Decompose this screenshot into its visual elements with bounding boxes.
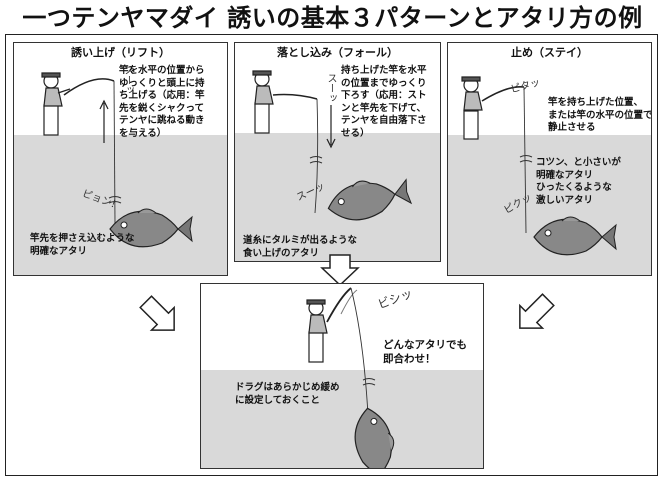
angler-icon bbox=[306, 299, 328, 363]
panel-description: 竿を持ち上げた位置、または竿の水平の位置で静止させる bbox=[548, 97, 652, 133]
stay-illustration bbox=[461, 76, 617, 256]
bite-description: コツン、と小さいが明確なアタリ ひったくるような激しいアタリ bbox=[536, 157, 621, 206]
hookset-note: どんなアタリでも即合わせ！ bbox=[383, 339, 467, 365]
panel-title: 誘い上げ（リフト） bbox=[71, 46, 170, 59]
water-area bbox=[448, 135, 651, 275]
hookset-illustration bbox=[306, 287, 395, 468]
sfx-motion: スーッ bbox=[325, 73, 336, 103]
panel-hookset: ビシッ どんなアタリでも即合わせ！ ドラグはあらかじめ緩めに設定しておくこと bbox=[200, 283, 484, 469]
sea-bream-icon bbox=[354, 407, 395, 468]
panel-stay: 止め（ステイ） ピタッ ピクッ 竿を持ち上げた位置、または竿の水平の位置で静止さ… bbox=[447, 42, 652, 276]
fishing-rod bbox=[481, 85, 525, 102]
bite-description: 道糸にタルミが出るような食い上げのアタリ bbox=[243, 235, 358, 259]
fishing-rod bbox=[63, 78, 115, 96]
panel-title: 落とし込み（フォール） bbox=[277, 46, 398, 59]
water-area bbox=[14, 135, 227, 275]
panel-description: 竿を水平の位置からゆっくりと頭上に持ち上げる（応用：竿 先を鋭くシャクってテンヤ… bbox=[119, 65, 205, 139]
sfx-motion: スーッ bbox=[122, 65, 133, 95]
drag-note: ドラグはあらかじめ緩めに設定しておくこと bbox=[235, 382, 340, 406]
panel-fall: 落とし込み（フォール） スーッ スーッ 持ち bbox=[234, 42, 441, 262]
lift-illustration bbox=[41, 72, 193, 248]
panel-title: 止め（ステイ） bbox=[511, 46, 588, 59]
angler-icon bbox=[461, 76, 483, 140]
arrow-diagonal-right-icon bbox=[139, 295, 175, 331]
sea-bream-icon bbox=[327, 178, 413, 221]
sea-bream-icon bbox=[109, 208, 193, 248]
panel-lift: 誘い上げ（リフト） bbox=[13, 42, 228, 276]
diagram-frame bbox=[5, 34, 658, 476]
arrow-diagonal-left-icon bbox=[519, 293, 555, 329]
bite-description: 竿先を押さえ込むような明確なアタリ bbox=[30, 233, 135, 257]
fishing-line bbox=[314, 98, 319, 214]
fishing-rod bbox=[326, 287, 352, 323]
panel-description: 持ち上げた竿を水平の位置までゆっくり下ろす（応用：スト ンと竿先を下げて、テンヤ… bbox=[341, 65, 427, 139]
page-title: 一つテンヤマダイ 誘いの基本３パターンとアタリ方の例 bbox=[22, 4, 643, 32]
water-area bbox=[201, 370, 483, 468]
fall-illustration bbox=[252, 70, 413, 221]
fishing-line bbox=[523, 86, 527, 234]
fishing-rod bbox=[272, 93, 318, 100]
angler-icon bbox=[41, 72, 71, 136]
fishing-line bbox=[113, 80, 116, 224]
sea-bream-icon bbox=[533, 216, 617, 256]
arrow-down-icon bbox=[320, 254, 360, 286]
angler-icon bbox=[252, 70, 274, 134]
